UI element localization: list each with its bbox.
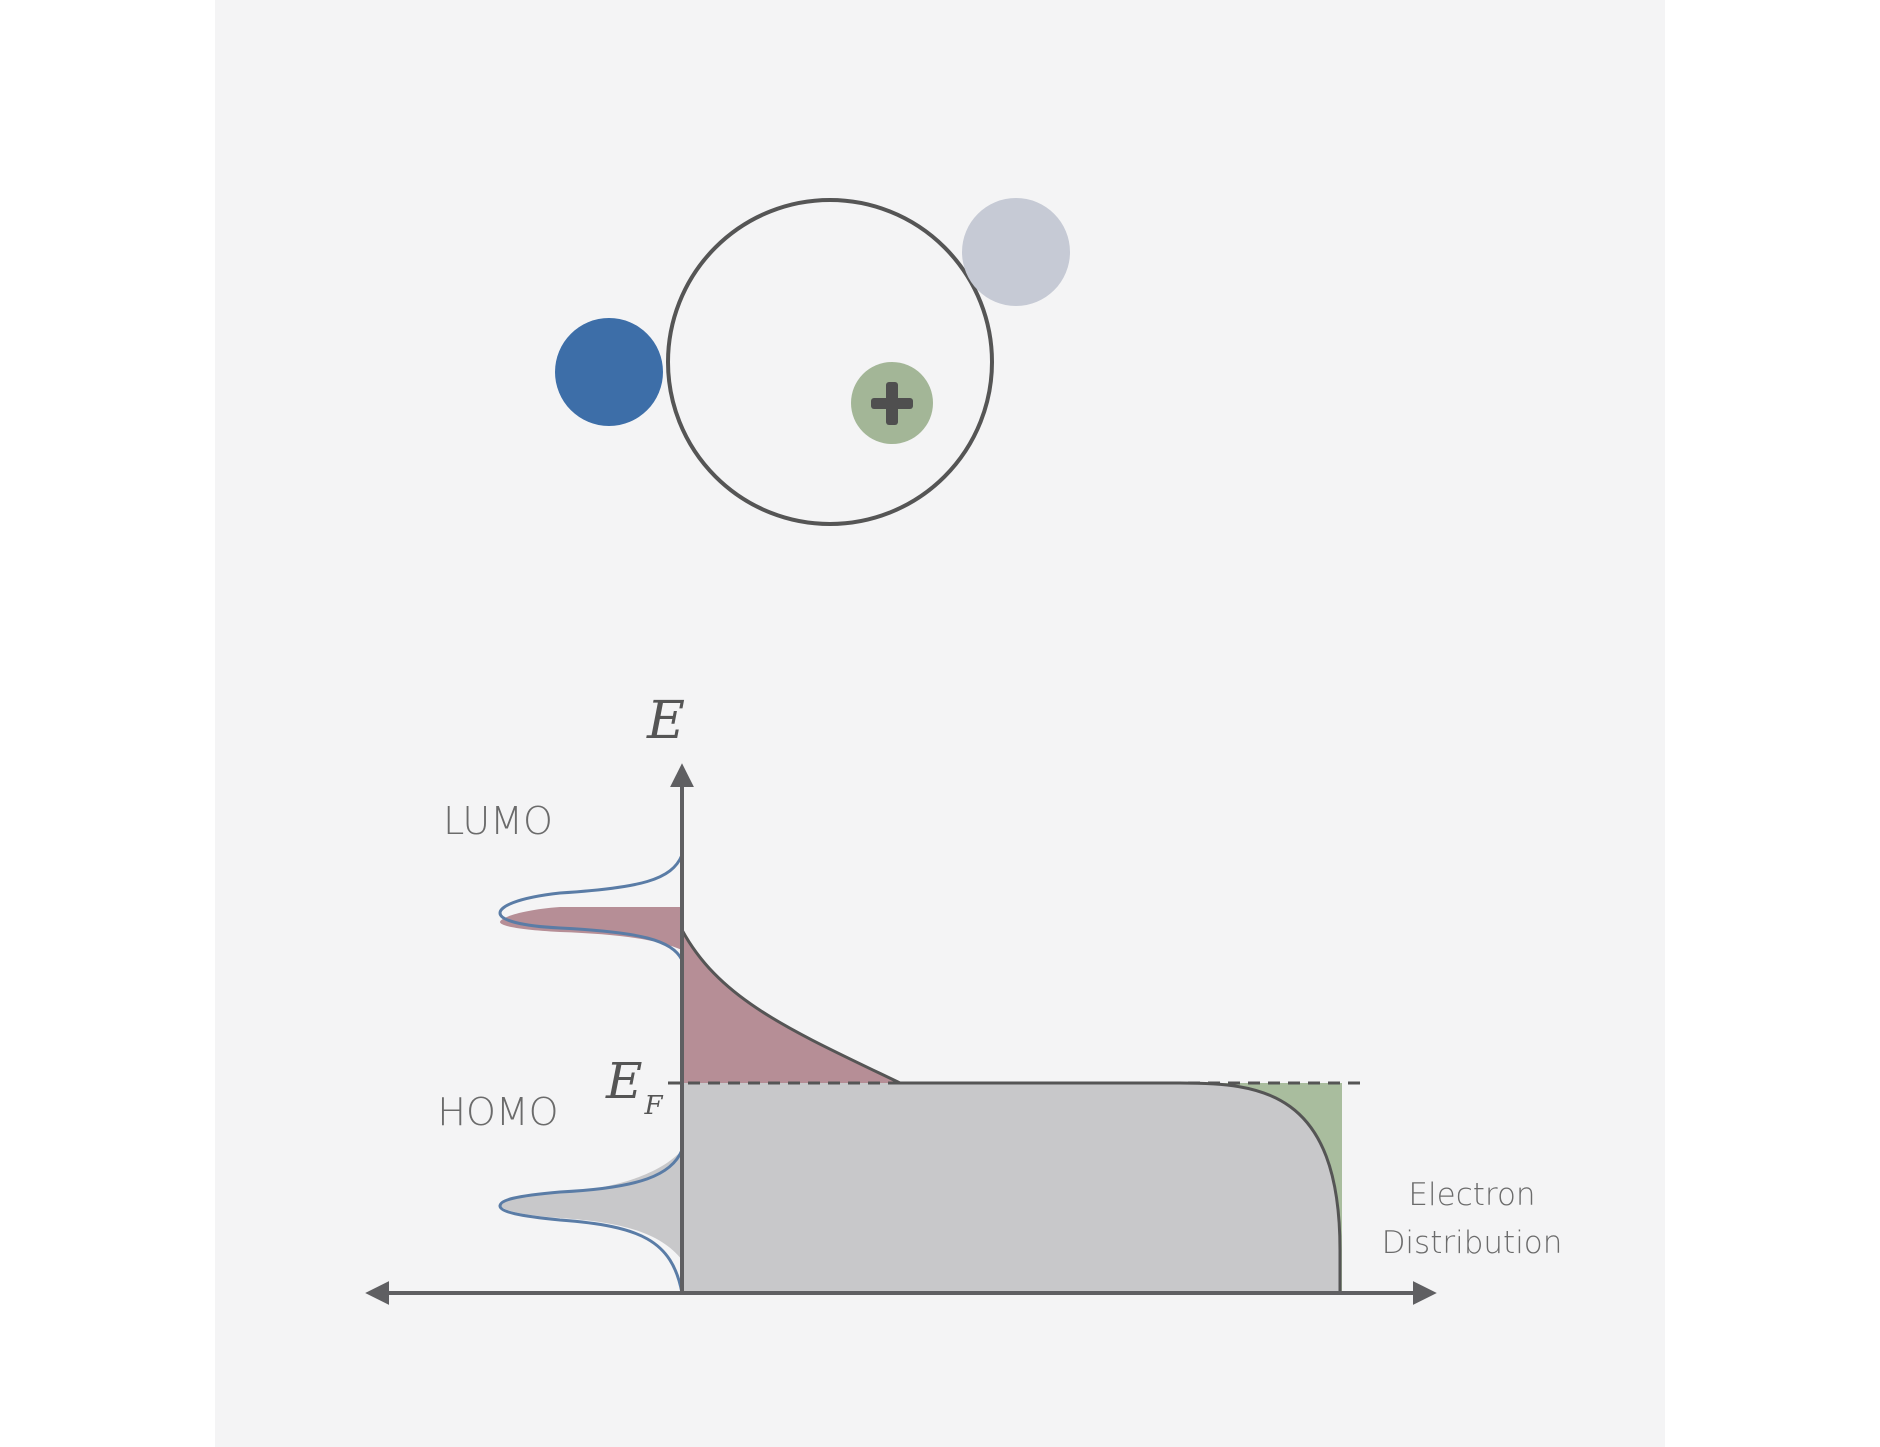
energy-diagram: E EF LUMO HOMO Electron Distribution — [365, 691, 1563, 1305]
x-axis-label-line1: Electron — [1408, 1177, 1535, 1213]
energy-axis-label: E — [646, 691, 685, 751]
electron-particle-icon — [555, 318, 663, 426]
homo-label: HOMO — [437, 1090, 558, 1134]
fermi-level-subscript: F — [644, 1091, 664, 1121]
atom-illustration — [555, 198, 1070, 526]
atom-circle-icon — [666, 198, 994, 526]
hole-particle-icon — [962, 198, 1070, 306]
lumo-label: LUMO — [443, 799, 553, 843]
distribution-curve — [680, 929, 1342, 1293]
excess-electrons-region — [682, 930, 900, 1083]
depleted-states-region — [1180, 1083, 1342, 1293]
fermi-level-label: EF — [605, 1052, 664, 1121]
fermi-level-main: E — [605, 1052, 643, 1110]
nucleus-plus-icon — [851, 362, 933, 444]
homo-peak-fill — [500, 1150, 682, 1260]
x-axis-label-line2: Distribution — [1382, 1225, 1563, 1261]
occupied-states-region — [682, 1083, 1340, 1293]
